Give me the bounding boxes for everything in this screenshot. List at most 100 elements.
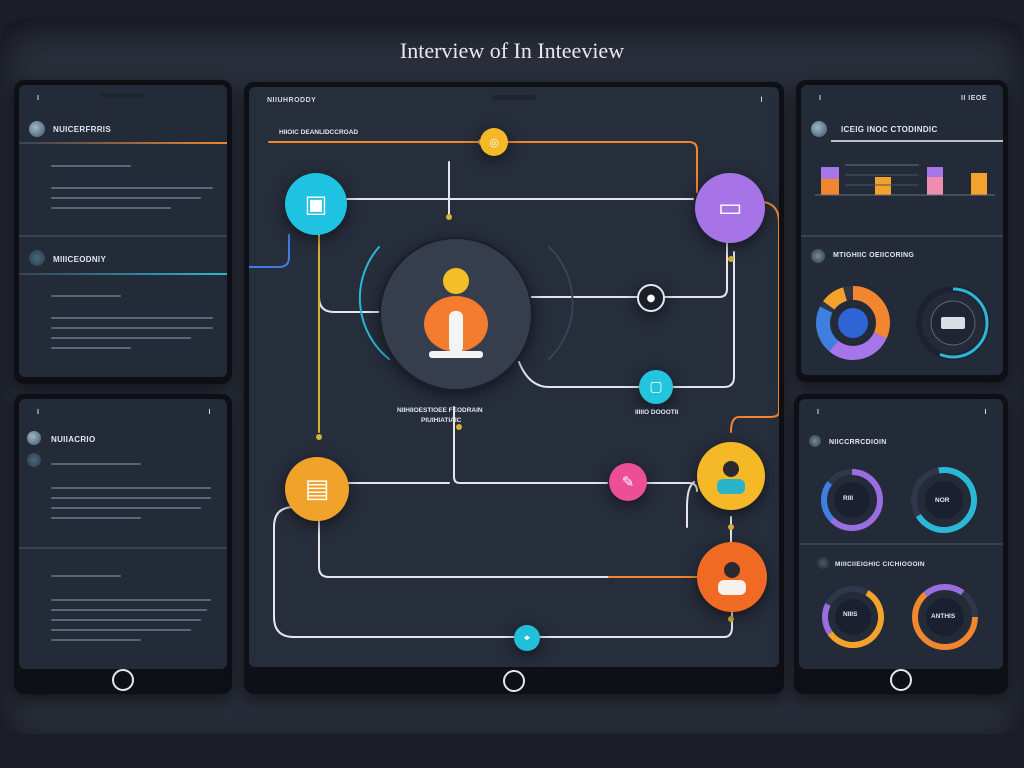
divider — [19, 273, 227, 275]
connector — [538, 611, 733, 638]
donut-segment — [816, 286, 890, 360]
left-top-screen: I NUICERFRRIS MIIICEODNIY — [19, 85, 227, 377]
person-drawing — [718, 562, 746, 595]
connector — [686, 481, 695, 528]
divider — [831, 140, 1003, 142]
junction-dot — [446, 214, 452, 220]
ring-label: NIIIS — [843, 611, 858, 618]
connector — [498, 141, 698, 193]
text-line — [51, 639, 141, 641]
book-icon[interactable]: ▣ — [285, 173, 347, 235]
globe-icon — [811, 121, 827, 137]
text-line — [51, 317, 213, 319]
home-button[interactable] — [112, 669, 134, 691]
text-line — [51, 463, 141, 465]
text-line — [51, 629, 191, 631]
status-text: I — [208, 409, 211, 416]
gear-icon — [27, 453, 41, 467]
text-line — [51, 347, 131, 349]
bar — [971, 173, 987, 195]
bottom-node-glyph: ⌖ — [524, 632, 530, 644]
document-icon[interactable]: ▤ — [285, 457, 349, 521]
text-line — [51, 295, 121, 297]
status-text: I — [984, 409, 987, 416]
home-button[interactable] — [503, 670, 525, 692]
progress-ring — [912, 584, 978, 650]
status-bar: I — [19, 85, 227, 111]
connector — [318, 516, 700, 578]
connector — [548, 246, 574, 360]
ring-segment — [912, 584, 978, 650]
left-bottom-screen: I I NUIIACRIO — [19, 399, 227, 669]
section-title[interactable]: NIICCRRCDIOIN — [829, 439, 887, 446]
home-button[interactable] — [890, 669, 912, 691]
text-line — [51, 487, 211, 489]
right-top-phone: I II IEOE ICEIG INOC CTODINDIC MTIGHIIC … — [796, 80, 1008, 382]
ring-label: RIII — [843, 495, 854, 502]
microphone-drawing — [424, 268, 488, 358]
note-glyph: ✎ — [621, 473, 635, 491]
microphone-icon[interactable] — [379, 237, 533, 391]
gear-icon — [811, 249, 825, 263]
center-label: NIIHIIOESTIOEE FEODRAIN — [397, 407, 483, 414]
section-title[interactable]: ICEIG INOC CTODINDIC — [841, 125, 938, 134]
flow-header: HIIOIC DEANLIDCCROAD — [279, 129, 359, 136]
donut-segment — [816, 286, 890, 360]
connector — [658, 241, 728, 298]
eye-icon[interactable]: ● — [637, 284, 665, 312]
center-sublabel: PIUIHIATIAIC — [421, 417, 462, 424]
status-text: I — [817, 409, 820, 416]
text-line — [51, 197, 201, 199]
status-text: l — [760, 97, 763, 104]
status-bar: I I — [19, 399, 227, 425]
monitor-icon[interactable]: ▭ — [695, 173, 765, 243]
section-title[interactable]: MIIICIIEIGHIC CICHIOOOIN — [835, 561, 925, 568]
ring-label: ANTHIS — [931, 613, 956, 620]
bar — [927, 167, 943, 177]
left-bottom-phone: I I NUIIACRIO — [14, 394, 232, 694]
status-text: II IEOE — [960, 95, 987, 102]
section-title[interactable]: MIIICEODNIY — [53, 255, 107, 264]
chat-icon[interactable]: ▢ — [639, 370, 673, 404]
progress-ring — [822, 586, 884, 648]
donut-chart-right — [916, 286, 990, 360]
status-text: I — [37, 95, 40, 102]
divider — [19, 235, 227, 237]
bar — [875, 177, 891, 195]
notch — [101, 93, 145, 98]
text-line — [51, 327, 213, 329]
note-icon[interactable]: ✎ — [609, 463, 647, 501]
donut-segment — [917, 287, 989, 359]
junction-dot — [728, 616, 734, 622]
divider — [799, 543, 1003, 545]
person-icon[interactable] — [697, 542, 767, 612]
junction-dot — [456, 424, 462, 430]
center-tablet: NIIUHRODDY l — [244, 82, 784, 694]
person-drawing — [717, 461, 745, 494]
status-text: NIIUHRODDY — [267, 97, 317, 104]
bar — [821, 167, 839, 179]
divider — [19, 142, 227, 144]
book-glyph: ▣ — [304, 190, 328, 218]
globe-icon — [27, 431, 41, 445]
text-line — [51, 517, 141, 519]
section-title[interactable]: NUICERFRRIS — [53, 125, 111, 134]
text-line — [51, 207, 171, 209]
text-line — [51, 599, 211, 601]
section-title[interactable]: NUIIACRIO — [51, 435, 96, 444]
notch — [492, 95, 536, 100]
ring-segment — [912, 584, 978, 650]
donut-chart-left — [816, 286, 890, 360]
section-title[interactable]: MTIGHIIC OEIICORING — [833, 252, 915, 259]
text-line — [51, 187, 213, 189]
person-icon[interactable] — [697, 442, 765, 510]
coin-icon[interactable]: ◎ — [480, 128, 508, 156]
connector — [518, 361, 640, 388]
board-title: Interview of In Inteeview — [399, 38, 625, 63]
junction-dot — [316, 434, 322, 440]
progress-ring — [911, 467, 977, 533]
status-bar: I II IEOE — [801, 85, 1003, 111]
text-line — [51, 337, 191, 339]
bottom-node-icon[interactable]: ⌖ — [514, 625, 540, 651]
status-text: I — [37, 409, 40, 416]
